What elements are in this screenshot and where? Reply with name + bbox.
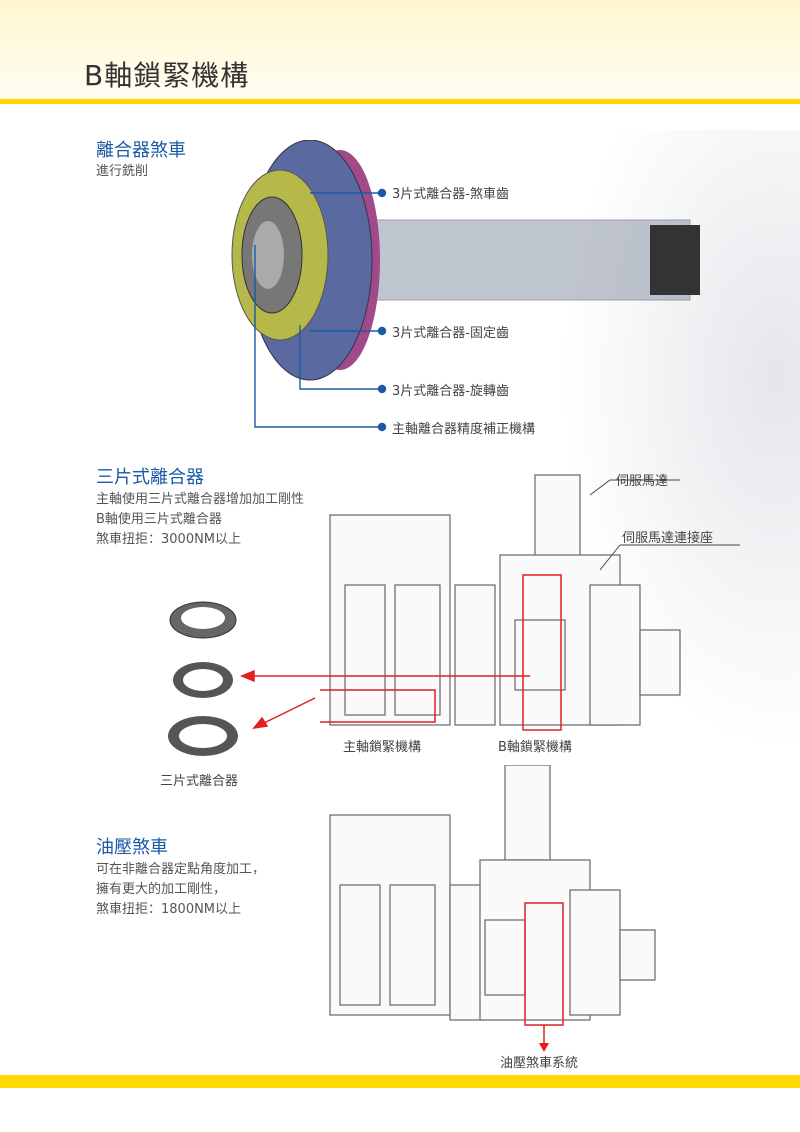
label-spindle-lock: 主軸鎖緊機構 <box>343 740 422 755</box>
section-line: B軸使用三片式離合器 <box>96 512 222 527</box>
page-title: B軸鎖緊機構 <box>84 59 250 92</box>
callout-compensation: 主軸離合器精度補正機構 <box>392 422 536 437</box>
section-heading-hydraulic-brake: 油壓煞車 <box>96 837 168 858</box>
header-divider <box>0 99 800 104</box>
section-line: 煞車扭拒：1800NM以上 <box>96 902 242 917</box>
machine-diagram-2 <box>329 765 656 1052</box>
callout-fixed-teeth: 3片式離合器-固定齒 <box>392 326 509 341</box>
clutch-assembly-diagram <box>231 140 700 381</box>
header-band <box>0 0 800 100</box>
callout-rotating-teeth: 3片式離合器-旋轉齒 <box>392 384 509 399</box>
three-piece-clutch-photo <box>168 601 238 756</box>
section-heading-three-piece-clutch: 三片式離合器 <box>96 467 204 488</box>
section-line: 可在非離合器定點角度加工， <box>96 862 266 877</box>
label-servo-motor: 伺服馬達 <box>616 474 669 489</box>
callout-brake-teeth: 3片式離合器-煞車齒 <box>392 187 509 202</box>
label-b-axis-lock: B軸鎖緊機構 <box>498 740 572 755</box>
section-text: 進行銑削 <box>96 164 149 179</box>
callout-lines <box>254 188 387 432</box>
red-arrows <box>240 669 530 730</box>
section-line: 擁有更大的加工剛性， <box>96 882 227 897</box>
caption-three-piece-clutch: 三片式離合器 <box>160 774 239 789</box>
machine-diagram-1 <box>320 474 740 731</box>
section-line: 煞車扭拒：3000NM以上 <box>96 532 242 547</box>
label-servo-mount: 伺服馬達連接座 <box>622 531 714 546</box>
footer-band <box>0 1075 800 1088</box>
section-heading-clutch-brake: 離合器煞車 <box>96 140 186 161</box>
label-hydraulic-brake-system: 油壓煞車系統 <box>500 1056 579 1071</box>
section-line: 主軸使用三片式離合器增加加工剛性 <box>96 492 305 507</box>
